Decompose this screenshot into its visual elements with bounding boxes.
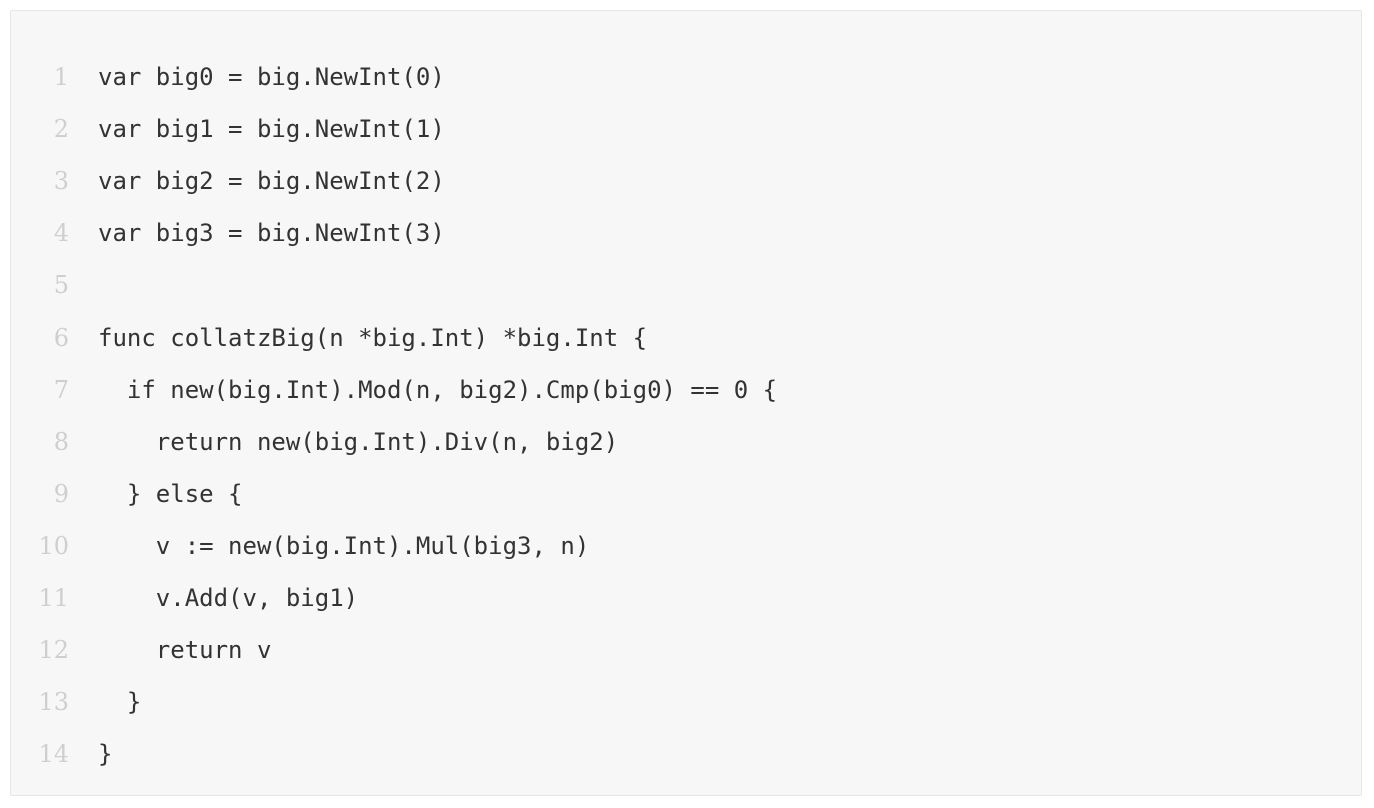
line-number: 12 — [38, 636, 69, 665]
line-number: 9 — [53, 479, 69, 508]
code-lines: 1 var big0 = big.NewInt(0) 2 var big1 = … — [11, 51, 1361, 780]
code-line: 10 v := new(big.Int).Mul(big3, n) — [11, 520, 1361, 572]
line-code: return new(big.Int).Div(n, big2) — [98, 427, 619, 456]
line-code: func collatzBig(n *big.Int) *big.Int { — [98, 323, 648, 352]
code-line: 6 func collatzBig(n *big.Int) *big.Int { — [11, 311, 1361, 363]
line-number: 11 — [38, 583, 69, 612]
line-number: 6 — [53, 323, 69, 352]
code-line: 12 return v — [11, 624, 1361, 676]
line-number: 2 — [53, 115, 69, 144]
line-code: } — [98, 688, 142, 717]
line-number: 13 — [38, 688, 69, 717]
line-number: 14 — [38, 740, 69, 769]
code-line: 2 var big1 = big.NewInt(1) — [11, 103, 1361, 155]
code-line: 8 return new(big.Int).Div(n, big2) — [11, 416, 1361, 468]
code-line: 11 v.Add(v, big1) — [11, 572, 1361, 624]
line-number: 3 — [53, 167, 69, 196]
line-number: 4 — [53, 219, 69, 248]
code-line: 14 } — [11, 728, 1361, 780]
line-code: var big2 = big.NewInt(2) — [98, 167, 445, 196]
code-line: 13 } — [11, 676, 1361, 728]
code-block: 1 var big0 = big.NewInt(0) 2 var big1 = … — [10, 10, 1362, 796]
line-code: return v — [98, 636, 272, 665]
line-number: 1 — [53, 63, 69, 92]
code-line: 9 } else { — [11, 468, 1361, 520]
line-code: if new(big.Int).Mod(n, big2).Cmp(big0) =… — [98, 375, 778, 404]
code-line: 7 if new(big.Int).Mod(n, big2).Cmp(big0)… — [11, 364, 1361, 416]
line-code: var big1 = big.NewInt(1) — [98, 115, 445, 144]
line-code: v.Add(v, big1) — [98, 583, 359, 612]
line-number: 8 — [53, 427, 69, 456]
code-line: 3 var big2 = big.NewInt(2) — [11, 155, 1361, 207]
code-line: 5 — [11, 259, 1361, 311]
line-number: 7 — [53, 375, 69, 404]
line-number: 5 — [53, 271, 69, 300]
line-code: v := new(big.Int).Mul(big3, n) — [98, 531, 590, 560]
line-code: var big3 = big.NewInt(3) — [98, 219, 445, 248]
line-code: } — [98, 740, 113, 769]
code-line: 4 var big3 = big.NewInt(3) — [11, 207, 1361, 259]
line-number: 10 — [38, 531, 69, 560]
code-line: 1 var big0 = big.NewInt(0) — [11, 51, 1361, 103]
line-code: } else { — [98, 479, 243, 508]
line-code: var big0 = big.NewInt(0) — [98, 63, 445, 92]
